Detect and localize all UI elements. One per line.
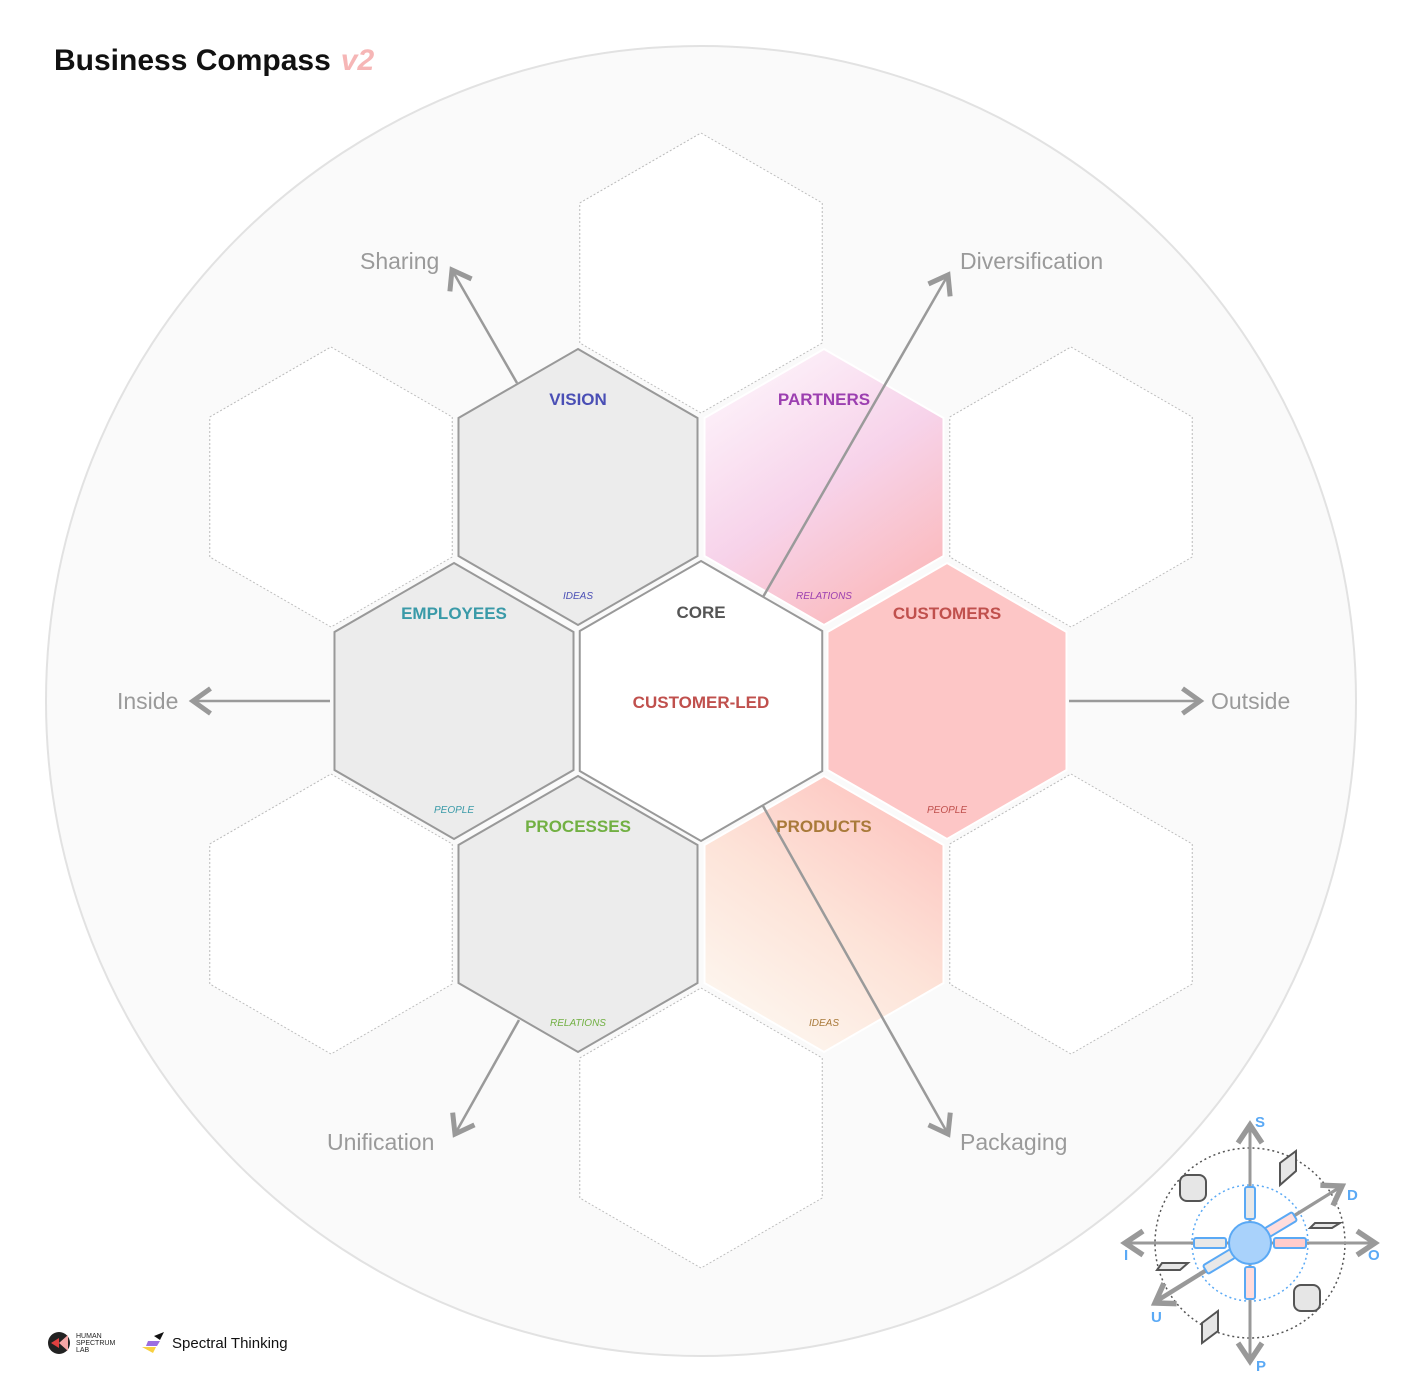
segment-hex-processes xyxy=(457,774,699,1054)
arrow-packaging xyxy=(761,805,953,1138)
segment-label: PRODUCTS xyxy=(776,817,871,836)
arrow-sharing xyxy=(447,266,519,384)
outer-hex xyxy=(579,987,823,1269)
version-badge: v2 xyxy=(340,44,375,77)
outer-hex xyxy=(949,773,1193,1055)
segment-label: EMPLOYEES xyxy=(401,604,507,623)
title-text: Business Compass xyxy=(54,44,331,77)
arrow-diversification xyxy=(761,271,953,598)
mini-o: O xyxy=(1368,1247,1380,1264)
segment-label: CUSTOMERS xyxy=(893,604,1001,623)
label-diversification: Diversification xyxy=(960,248,1103,274)
segment-sublabel: RELATIONS xyxy=(550,1018,606,1029)
outer-hex xyxy=(579,132,823,414)
arrow-unification xyxy=(450,1019,521,1138)
outer-hex xyxy=(209,773,453,1055)
mini-s: S xyxy=(1255,1114,1265,1131)
mini-d: D xyxy=(1347,1187,1358,1204)
mini-compass: S D I O U P xyxy=(1120,1114,1380,1375)
segment-sublabel: RELATIONS xyxy=(796,591,852,602)
core-hex xyxy=(578,559,824,843)
direction-arrows xyxy=(188,266,1205,1138)
outer-hex xyxy=(949,346,1193,628)
label-outside: Outside xyxy=(1211,688,1290,714)
label-sharing: Sharing xyxy=(360,248,439,274)
segment-hex-partners xyxy=(703,347,945,627)
mini-u: U xyxy=(1151,1309,1162,1326)
segment-sublabel: PEOPLE xyxy=(927,805,967,816)
segment-sublabel: IDEAS xyxy=(809,1018,839,1029)
hsl-logo-icon xyxy=(48,1332,70,1354)
footer-logos: HUMAN SPECTRUM LAB Spectral Thinking xyxy=(46,1330,288,1356)
segment-hex-employees xyxy=(333,561,575,841)
core-label: CORE xyxy=(676,603,725,622)
page-title: Business Compass v2 xyxy=(54,44,374,78)
segment-label: PROCESSES xyxy=(525,817,631,836)
segment-hex-vision xyxy=(457,347,699,627)
segment-sublabel: IDEAS xyxy=(563,591,593,602)
segment-label: PARTNERS xyxy=(778,390,870,409)
spectral-logo: Spectral Thinking xyxy=(140,1332,288,1354)
spectral-logo-text: Spectral Thinking xyxy=(172,1334,288,1352)
label-unification: Unification xyxy=(327,1129,434,1155)
outer-hex xyxy=(209,346,453,628)
mini-p: P xyxy=(1256,1358,1266,1375)
segment-label: VISION xyxy=(549,390,607,409)
label-inside: Inside xyxy=(117,688,178,714)
segment-hex-customers xyxy=(826,561,1068,841)
mini-i: I xyxy=(1124,1247,1128,1264)
label-packaging: Packaging xyxy=(960,1129,1067,1155)
hsl-logo-text: HUMAN SPECTRUM LAB xyxy=(76,1332,116,1354)
spectral-logo-icon xyxy=(142,1332,164,1353)
hsl-logo: HUMAN SPECTRUM LAB xyxy=(46,1330,116,1356)
segment-sublabel: PEOPLE xyxy=(434,805,474,816)
core-value: CUSTOMER-LED xyxy=(633,693,770,712)
